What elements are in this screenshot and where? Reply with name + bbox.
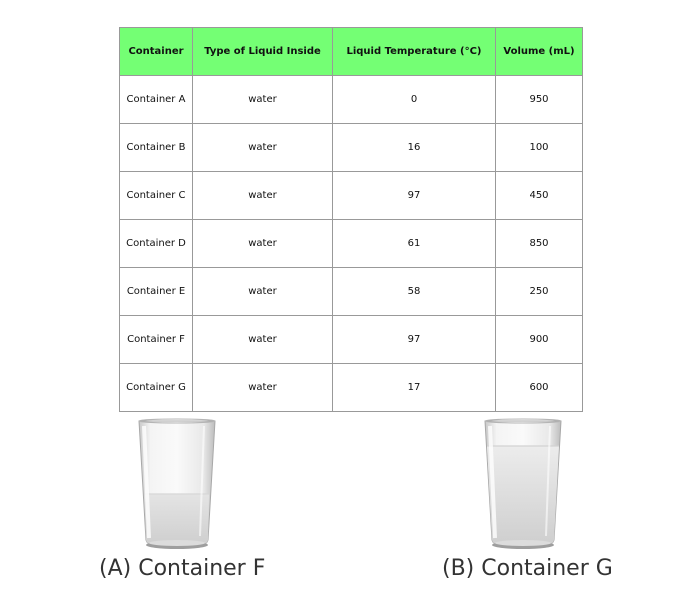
cell-liquid-type: water — [192, 219, 333, 268]
glass-image-b — [480, 418, 566, 553]
header-volume: Volume (mL) — [495, 27, 583, 76]
cell-temperature: 97 — [332, 315, 496, 364]
cell-temperature: 61 — [332, 219, 496, 268]
header-temperature: Liquid Temperature (°C) — [332, 27, 496, 76]
cell-temperature: 0 — [332, 75, 496, 124]
cell-container: Container C — [119, 171, 193, 220]
cell-volume: 900 — [495, 315, 583, 364]
cell-container: Container A — [119, 75, 193, 124]
header-container: Container — [119, 27, 193, 76]
cell-liquid-type: water — [192, 267, 333, 316]
cell-liquid-type: water — [192, 171, 333, 220]
water-fill-b — [487, 446, 559, 544]
cell-container: Container D — [119, 219, 193, 268]
cell-container: Container F — [119, 315, 193, 364]
cell-volume: 250 — [495, 267, 583, 316]
header-liquid-type: Type of Liquid Inside — [192, 27, 333, 76]
cell-temperature: 16 — [332, 123, 496, 172]
cell-temperature: 17 — [332, 363, 496, 412]
cell-volume: 100 — [495, 123, 583, 172]
cell-liquid-type: water — [192, 363, 333, 412]
table-row: Container B water 16 100 — [119, 123, 583, 172]
glass-a-illustration — [138, 418, 216, 549]
cell-liquid-type: water — [192, 123, 333, 172]
cell-container: Container G — [119, 363, 193, 412]
option-a-caption: (A) Container F — [99, 556, 266, 581]
cell-volume: 600 — [495, 363, 583, 412]
glass-image-a — [134, 418, 220, 553]
option-b-caption: (B) Container G — [442, 556, 613, 581]
data-table: Container Type of Liquid Inside Liquid T… — [119, 27, 583, 412]
cell-liquid-type: water — [192, 315, 333, 364]
table-row: Container D water 61 850 — [119, 219, 583, 268]
cell-container: Container B — [119, 123, 193, 172]
table-row: Container A water 0 950 — [119, 75, 583, 124]
water-fill-a — [145, 494, 209, 544]
cell-volume: 850 — [495, 219, 583, 268]
cell-temperature: 97 — [332, 171, 496, 220]
cell-volume: 450 — [495, 171, 583, 220]
cell-volume: 950 — [495, 75, 583, 124]
cell-container: Container E — [119, 267, 193, 316]
cell-temperature: 58 — [332, 267, 496, 316]
table-row: Container E water 58 250 — [119, 267, 583, 316]
header-row: Container Type of Liquid Inside Liquid T… — [119, 27, 583, 76]
table-row: Container F water 97 900 — [119, 315, 583, 364]
cell-liquid-type: water — [192, 75, 333, 124]
table-row: Container G water 17 600 — [119, 363, 583, 412]
glass-b-illustration — [484, 418, 562, 549]
table-row: Container C water 97 450 — [119, 171, 583, 220]
